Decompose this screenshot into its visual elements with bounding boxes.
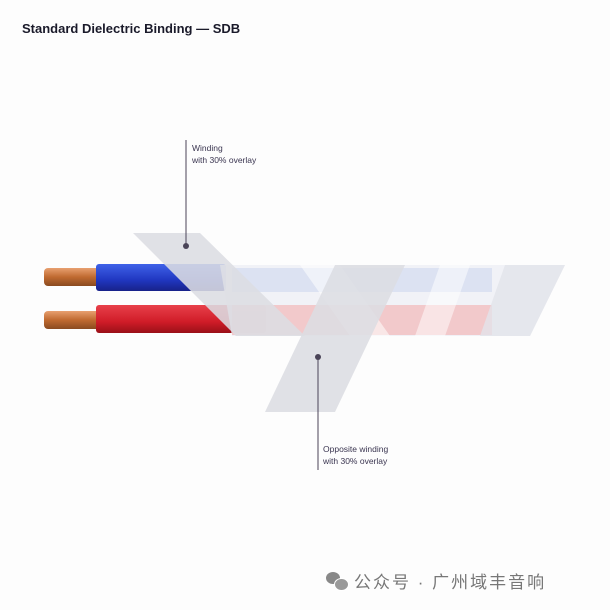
wechat-icon (326, 571, 349, 591)
callout-top: Winding with 30% overlay (192, 142, 256, 166)
cable-end (480, 265, 565, 336)
winding-tape (133, 233, 305, 336)
copper-conductor-top (44, 268, 100, 286)
callout-bottom-line2: with 30% overlay (323, 456, 388, 466)
opposite-winding-tape (265, 265, 405, 412)
tape-overlap-stripe (415, 265, 470, 336)
callout-dot-bottom (315, 354, 321, 360)
diagram-title: Standard Dielectric Binding — SDB (22, 21, 241, 36)
callout-top-line2: with 30% overlay (192, 155, 257, 165)
copper-conductor-bottom (44, 311, 100, 329)
callout-dot-top (183, 243, 189, 249)
callout-bottom-line1: Opposite winding (323, 444, 389, 454)
callout-top-line1: Winding (192, 143, 223, 153)
watermark-text: 公众号 · 广州域丰音响 (354, 573, 547, 592)
callout-bottom: Opposite winding with 30% overlay (323, 443, 388, 467)
watermark: 公众号 · 广州域丰音响 (326, 568, 546, 593)
